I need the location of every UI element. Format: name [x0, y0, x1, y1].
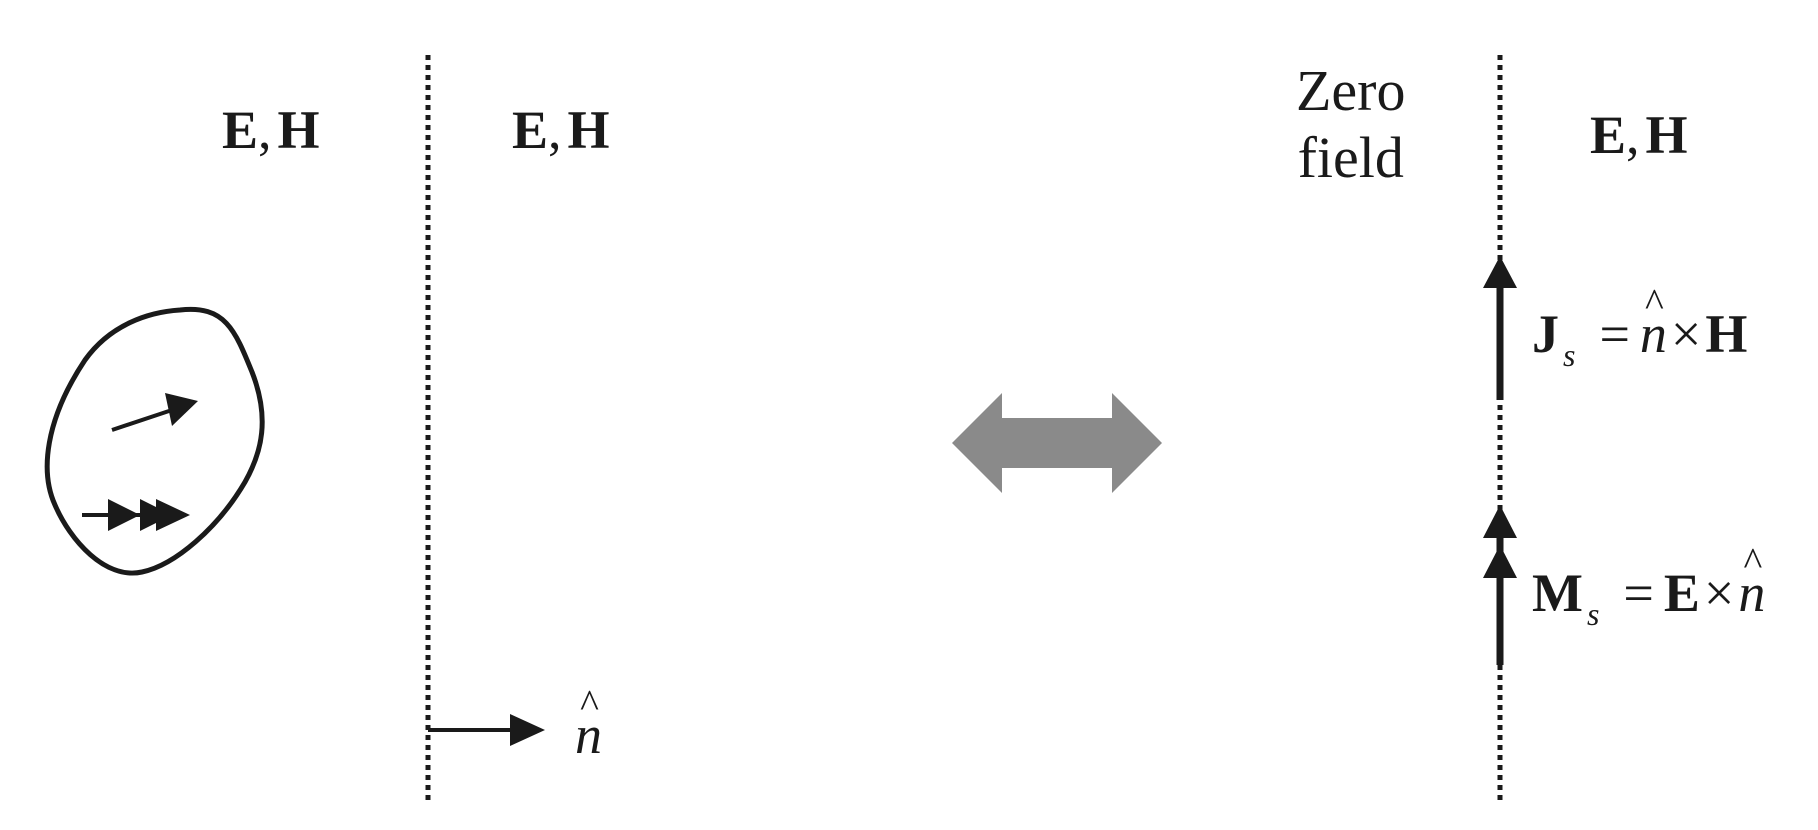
n-symbol: n — [1639, 304, 1667, 364]
js-subscript: s — [1563, 337, 1576, 373]
hat-glyph: ^ — [1645, 280, 1664, 325]
h-field-symbol: H — [1645, 105, 1688, 165]
ms-symbol: M — [1532, 563, 1583, 623]
hat-glyph: ^ — [580, 681, 599, 726]
equals-sign: = — [1599, 304, 1630, 364]
e-field-symbol: E — [512, 100, 549, 160]
n-symbol: n — [575, 705, 602, 765]
h-field-symbol: H — [567, 100, 610, 160]
equals-sign: = — [1623, 563, 1654, 623]
separator: , — [1626, 105, 1640, 165]
n-hat-symbol: ^n — [1738, 542, 1766, 623]
separator: , — [258, 100, 272, 160]
h-field-symbol: H — [1705, 304, 1748, 364]
e-field-symbol: E — [222, 100, 259, 160]
js-symbol: J — [1532, 304, 1559, 364]
field-label-source-side: E,H — [222, 103, 320, 157]
cross-sign: × — [1670, 304, 1702, 364]
separator: , — [548, 100, 562, 160]
normal-vector-arrow — [428, 714, 545, 746]
source-arrow-upper — [111, 393, 198, 432]
n-symbol: n — [1738, 563, 1766, 623]
hat-glyph: ^ — [1743, 539, 1763, 584]
h-field-symbol: H — [277, 100, 320, 160]
n-hat-symbol: ^n — [1639, 283, 1667, 364]
field-label-outside: E,H — [512, 103, 610, 157]
zero-field-label: Zero field — [1296, 58, 1406, 190]
e-field-symbol: E — [1590, 105, 1627, 165]
magnetic-current-arrow — [1483, 505, 1517, 665]
e-field-symbol: E — [1663, 563, 1700, 623]
ms-subscript: s — [1586, 596, 1600, 632]
field-label-right: E,H — [1590, 108, 1688, 162]
equivalence-double-arrow — [952, 393, 1162, 493]
electric-current-arrow — [1483, 256, 1517, 400]
source-arrow-double — [82, 499, 190, 531]
cross-sign: × — [1703, 563, 1735, 623]
n-hat-symbol: ^n — [575, 684, 602, 765]
normal-vector-label: ^n — [575, 684, 602, 765]
source-region-outline — [44, 306, 265, 576]
